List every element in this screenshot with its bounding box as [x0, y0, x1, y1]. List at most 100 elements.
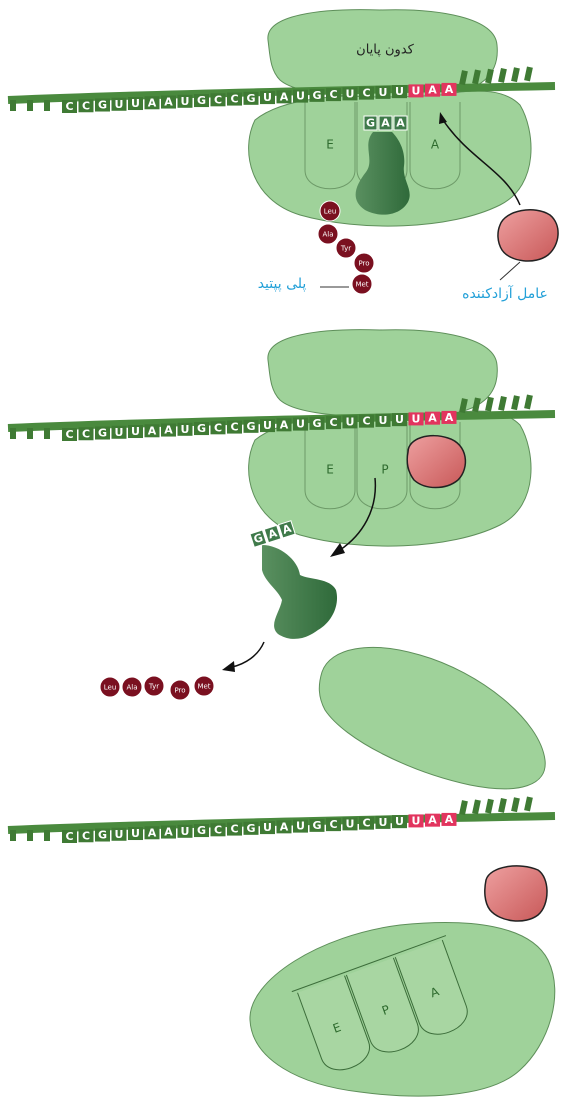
mrna-tick: [10, 428, 16, 439]
mrna-base-letter: C: [214, 421, 222, 434]
mrna-base-letter: C: [65, 100, 73, 113]
mrna-base-letter: C: [329, 818, 337, 831]
mrna-base-letter: U: [263, 419, 272, 432]
anticodon-letter: A: [396, 117, 405, 130]
mrna-base-letter: A: [148, 826, 157, 839]
mrna-base-letter: A: [280, 820, 289, 833]
mrna-base-letter: U: [346, 87, 355, 100]
mrna-tick: [485, 799, 494, 814]
site-e-label: E: [326, 138, 334, 152]
mrna-tick: [511, 395, 520, 410]
arrow-head: [222, 661, 235, 672]
mrna-base-letter: A: [428, 84, 437, 97]
mrna-base-letter: U: [263, 821, 272, 834]
mrna-base-letter: A: [445, 813, 454, 826]
mrna-tick: [524, 394, 533, 409]
panel-3: CCGUUAAUGCCGUAUGCUCUUUAA E P A: [8, 796, 555, 1096]
mrna-base-letter: G: [197, 422, 206, 435]
mrna-tick: [511, 797, 520, 812]
amino-acid-label: Met: [197, 683, 210, 691]
mrna-base-letter: A: [164, 424, 173, 437]
mrna-tick: [472, 799, 481, 814]
mrna-base-letter: C: [65, 830, 73, 843]
amino-acid-label: Ala: [126, 684, 137, 692]
mrna-base-letter: C: [82, 829, 90, 842]
released-large-subunit: [319, 647, 545, 788]
mrna-base-letter: A: [445, 83, 454, 96]
mrna-base-letter: G: [312, 417, 321, 430]
amino-acid-label: Pro: [174, 687, 185, 695]
mrna-base-letter: U: [379, 816, 388, 829]
mrna-base-letter: C: [214, 93, 222, 106]
mrna-base-letter: G: [246, 822, 255, 835]
mrna-base-letter: U: [181, 825, 190, 838]
stop-codon-label: کدون پایان: [356, 43, 414, 58]
mrna-base-letter: G: [98, 829, 107, 842]
mrna-base-letter: A: [164, 826, 173, 839]
polypeptide-label: پلی پپتید: [258, 276, 307, 292]
mrna-base-letter: C: [82, 427, 90, 440]
mrna-tick: [459, 800, 468, 815]
mrna-tick: [44, 428, 50, 439]
mrna-tick: [27, 428, 33, 439]
mrna-tick: [10, 100, 16, 111]
mrna-base-letter: G: [246, 92, 255, 105]
mrna-tick: [44, 830, 50, 841]
release-factor: [485, 866, 547, 921]
anticodon-letter: G: [366, 117, 375, 130]
mrna-base-letter: A: [428, 412, 437, 425]
mrna-base-letter: A: [148, 96, 157, 109]
mrna-base-letter: U: [346, 415, 355, 428]
release-factor: [498, 210, 558, 261]
release-factor-leader-line: [500, 262, 520, 280]
polypeptide-release-arrow: [232, 642, 264, 667]
site-p-label: P: [381, 463, 388, 477]
mrna-tick: [498, 798, 507, 813]
mrna-base-letter: U: [263, 91, 272, 104]
mrna-base-letter: A: [428, 814, 437, 827]
mrna-base-letter: C: [82, 99, 90, 112]
mrna-tick: [10, 830, 16, 841]
amino-acid-label: Ala: [322, 231, 333, 239]
mrna-tick: [498, 396, 507, 411]
trna-body: [262, 545, 337, 639]
mrna-base-letter: U: [131, 97, 140, 110]
mrna-base-letter: G: [197, 94, 206, 107]
mrna-base-letter: G: [197, 824, 206, 837]
mrna-base-letter: U: [131, 425, 140, 438]
mrna-base-letter: A: [148, 424, 157, 437]
release-factor: [407, 436, 465, 488]
mrna-base-letter: U: [115, 98, 124, 111]
amino-acid-label: Tyr: [148, 683, 159, 691]
mrna-base-letter: C: [329, 88, 337, 101]
anticodon: GAA: [250, 521, 295, 548]
mrna-base-letter: U: [115, 426, 124, 439]
mrna-base-letter: U: [379, 86, 388, 99]
site-a-label: A: [431, 138, 440, 152]
mrna-base-letter: A: [164, 96, 173, 109]
mrna-base-letter: U: [395, 815, 404, 828]
mrna-base-letter: C: [214, 823, 222, 836]
mrna-base-letter: G: [246, 420, 255, 433]
site-e-label: E: [326, 463, 334, 477]
mrna-base-letter: U: [181, 95, 190, 108]
mrna-base-letter: G: [312, 89, 321, 102]
mrna-base-letter: A: [280, 418, 289, 431]
mrna-base-letter: U: [412, 84, 421, 97]
arrow-head: [330, 543, 345, 557]
mrna-base-letter: C: [230, 421, 238, 434]
mrna-base-letter: U: [181, 423, 190, 436]
amino-acid-label: Met: [355, 281, 368, 289]
mrna-base-letter: U: [395, 85, 404, 98]
panel-2: E P CCGUUAAUGCCGUAUGCUCUUUAA GAA LeuAlaT…: [8, 330, 555, 789]
mrna-tick: [524, 796, 533, 811]
mrna-base-letter: C: [362, 415, 370, 428]
mrna-base-letter: U: [346, 817, 355, 830]
mrna-base-letter: C: [362, 87, 370, 100]
mrna-base-letter: A: [280, 90, 289, 103]
mrna-tick: [511, 67, 520, 82]
